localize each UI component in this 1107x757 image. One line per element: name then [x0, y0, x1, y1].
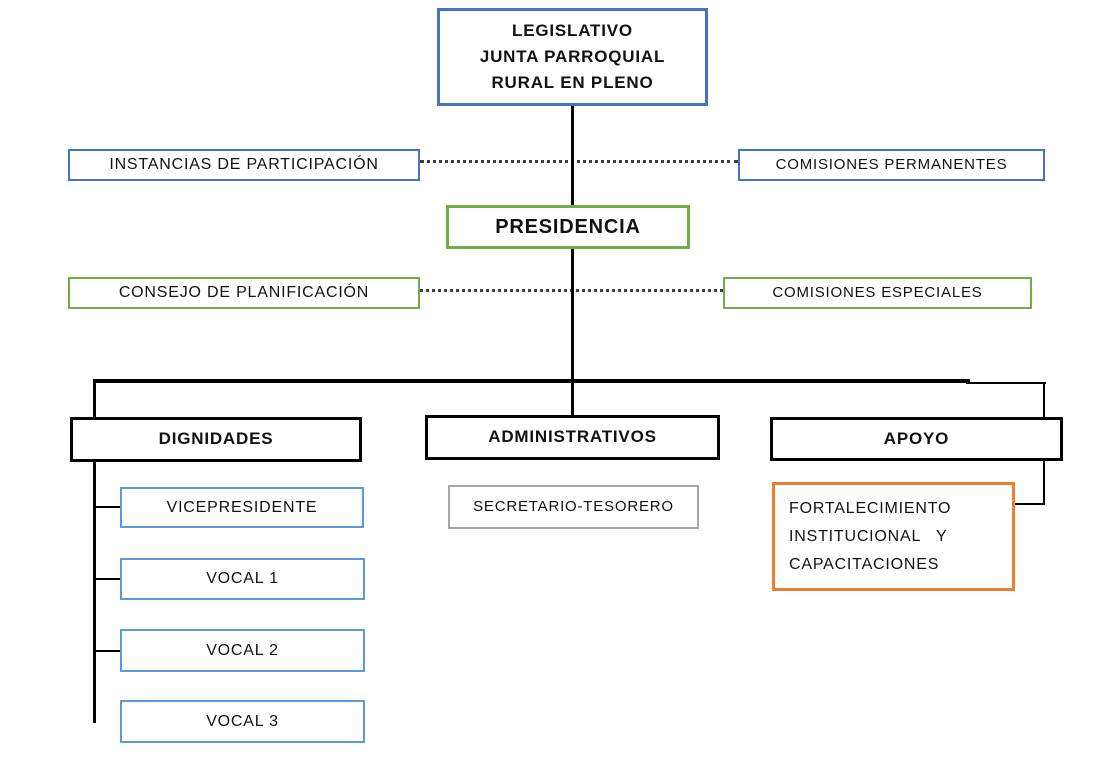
node-label: INSTANCIAS DE PARTICIPACIÓN: [109, 156, 379, 174]
connector-dignidades-children-rail: [93, 462, 96, 723]
connector-dignidades-drop: [93, 381, 96, 417]
node-label: APOYO: [883, 428, 950, 448]
connector-apoyo-fortalecimiento-horizontal: [1015, 503, 1045, 505]
connector-presidencia-branches: [571, 249, 574, 415]
connector-legislativo-presidencia: [571, 106, 574, 205]
node-vicepresidente: VICEPRESIDENTE: [120, 487, 364, 528]
connector-branch-horizontal-right: [966, 382, 1046, 384]
connector-apoyo-drop: [1043, 382, 1045, 417]
node-label: VICEPRESIDENTE: [166, 498, 318, 516]
node-instancias-de-participacion: INSTANCIAS DE PARTICIPACIÓN: [68, 149, 420, 181]
node-label: PRESIDENCIA: [495, 216, 641, 238]
node-presidencia: PRESIDENCIA: [446, 205, 690, 249]
node-comisiones-especiales: COMISIONES ESPECIALES: [723, 277, 1032, 309]
node-fortalecimiento-institucional: FORTALECIMIENTO INSTITUCIONAL Y CAPACITA…: [772, 482, 1015, 591]
node-label: COMISIONES PERMANENTES: [775, 156, 1008, 173]
node-label: LEGISLATIVO: [512, 21, 633, 40]
node-legislativo: LEGISLATIVO JUNTA PARROQUIAL RURAL EN PL…: [437, 8, 708, 106]
node-apoyo: APOYO: [770, 417, 1063, 461]
node-label: VOCAL 2: [206, 641, 279, 659]
connector-tick-vocal1: [95, 578, 120, 580]
node-label: ADMINISTRATIVOS: [488, 427, 657, 447]
node-label: VOCAL 3: [206, 712, 279, 730]
node-label: INSTITUCIONAL Y: [789, 527, 948, 545]
node-comisiones-permanentes: COMISIONES PERMANENTES: [738, 149, 1045, 181]
connector-tick-vocal2: [95, 650, 120, 652]
node-label: VOCAL 1: [206, 570, 279, 588]
node-vocal-2: VOCAL 2: [120, 629, 365, 672]
node-consejo-de-planificacion: CONSEJO DE PLANIFICACIÓN: [68, 277, 420, 309]
node-label: JUNTA PARROQUIAL: [479, 47, 666, 66]
connector-apoyo-fortalecimiento-vertical: [1043, 461, 1045, 505]
node-vocal-3: VOCAL 3: [120, 700, 365, 743]
node-label: DIGNIDADES: [158, 429, 274, 449]
node-vocal-1: VOCAL 1: [120, 558, 365, 600]
node-label: CAPACITACIONES: [789, 555, 940, 573]
node-label: COMISIONES ESPECIALES: [772, 284, 983, 301]
node-label: SECRETARIO-TESORERO: [473, 498, 674, 515]
node-label: RURAL EN PLENO: [491, 73, 654, 92]
connector-branch-horizontal: [93, 379, 970, 383]
node-administrativos: ADMINISTRATIVOS: [425, 415, 720, 460]
connector-instancias-comisiones-permanentes: [420, 160, 738, 163]
node-secretario-tesorero: SECRETARIO-TESORERO: [448, 485, 699, 529]
connector-tick-vicepresidente: [95, 506, 120, 508]
node-label: CONSEJO DE PLANIFICACIÓN: [118, 284, 370, 302]
node-label: FORTALECIMIENTO: [789, 499, 952, 517]
node-dignidades: DIGNIDADES: [70, 417, 362, 462]
